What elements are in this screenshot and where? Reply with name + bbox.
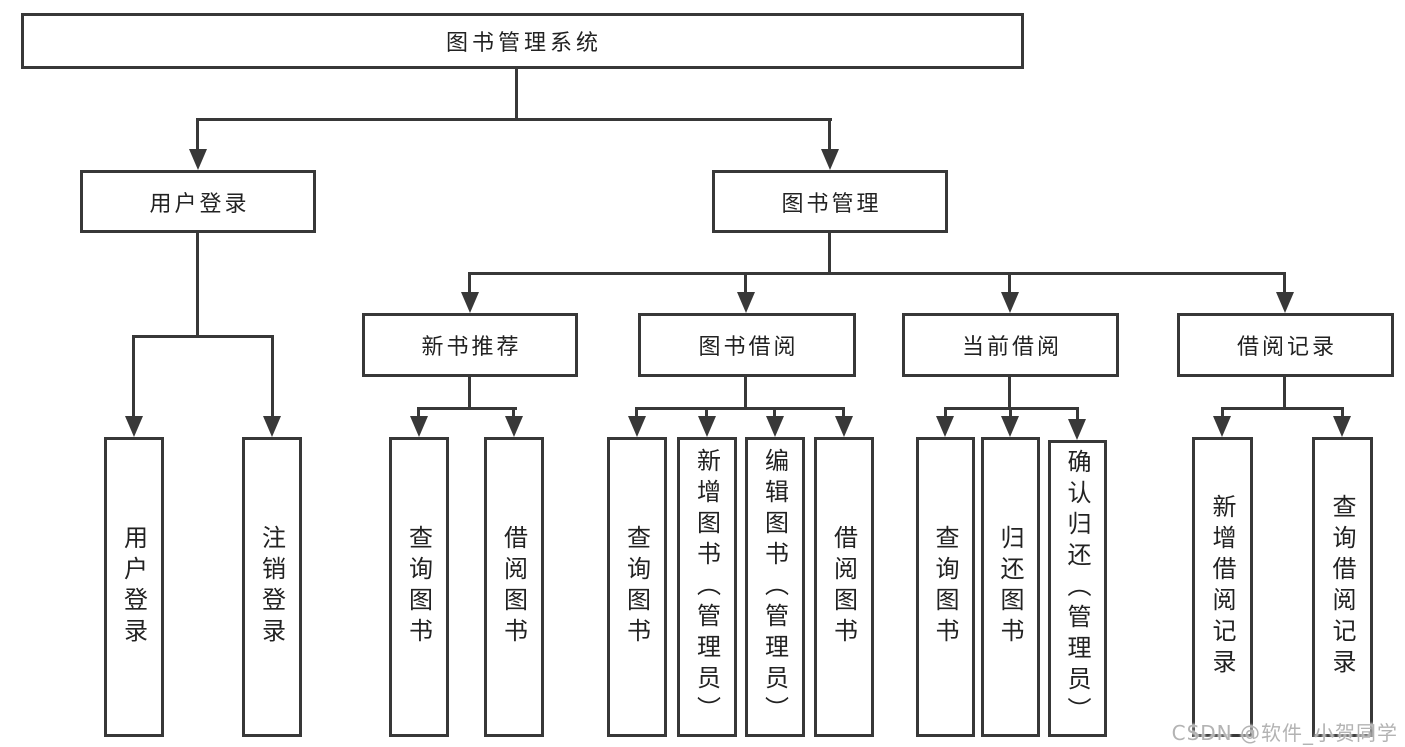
arrowhead-down-icon bbox=[125, 416, 143, 437]
connector-line bbox=[1221, 407, 1344, 410]
connector-line bbox=[1283, 377, 1286, 410]
node-confirm-return-admin: 确认归还（管理员） bbox=[1048, 440, 1107, 737]
node-borrowing-records: 借阅记录 bbox=[1177, 313, 1394, 377]
connector-line bbox=[512, 407, 515, 418]
connector-line bbox=[828, 233, 831, 272]
node-user-login: 用户登录 bbox=[80, 170, 316, 233]
connector-line bbox=[271, 335, 274, 418]
connector-line bbox=[196, 118, 832, 121]
node-query-books-current: 查询图书 bbox=[916, 437, 975, 737]
arrowhead-down-icon bbox=[628, 416, 646, 437]
arrowhead-down-icon bbox=[766, 416, 784, 437]
node-add-borrow-record: 新增借阅记录 bbox=[1192, 437, 1253, 737]
connector-line bbox=[417, 407, 517, 410]
connector-line bbox=[1009, 407, 1012, 418]
node-user-login-action: 用户登录 bbox=[104, 437, 164, 737]
connector-line bbox=[744, 272, 747, 294]
connector-line bbox=[1008, 272, 1011, 294]
connector-line bbox=[944, 407, 947, 418]
arrowhead-down-icon bbox=[189, 149, 207, 170]
connector-line bbox=[1008, 377, 1011, 410]
arrowhead-down-icon bbox=[1001, 416, 1019, 437]
arrowhead-down-icon bbox=[737, 292, 755, 313]
arrowhead-down-icon bbox=[461, 292, 479, 313]
node-new-book-recommendation: 新书推荐 bbox=[362, 313, 578, 377]
connector-line bbox=[417, 407, 420, 418]
node-borrow-books: 借阅图书 bbox=[814, 437, 874, 737]
connector-line bbox=[828, 118, 831, 152]
arrowhead-down-icon bbox=[1213, 416, 1231, 437]
connector-line bbox=[196, 118, 199, 152]
arrowhead-down-icon bbox=[936, 416, 954, 437]
connector-line bbox=[773, 407, 776, 418]
arrowhead-down-icon bbox=[505, 416, 523, 437]
connector-line bbox=[705, 407, 708, 418]
node-library-system: 图书管理系统 bbox=[21, 13, 1024, 69]
node-query-books-borrowing: 查询图书 bbox=[607, 437, 667, 737]
node-book-borrowing: 图书借阅 bbox=[638, 313, 856, 377]
arrowhead-down-icon bbox=[821, 149, 839, 170]
node-book-management: 图书管理 bbox=[712, 170, 948, 233]
connector-line bbox=[132, 335, 274, 338]
connector-line bbox=[1341, 407, 1344, 418]
node-query-books-recommend: 查询图书 bbox=[389, 437, 449, 737]
connector-line bbox=[635, 407, 638, 418]
connector-line bbox=[1076, 407, 1079, 421]
node-borrow-books-recommend: 借阅图书 bbox=[484, 437, 544, 737]
arrowhead-down-icon bbox=[1001, 292, 1019, 313]
connector-line bbox=[635, 407, 845, 410]
connector-line bbox=[468, 272, 471, 294]
node-edit-books-admin: 编辑图书（管理员） bbox=[745, 437, 805, 737]
arrowhead-down-icon bbox=[1068, 419, 1086, 440]
connector-line bbox=[515, 69, 518, 121]
node-add-books-admin: 新增图书（管理员） bbox=[677, 437, 737, 737]
node-return-books: 归还图书 bbox=[981, 437, 1040, 737]
arrowhead-down-icon bbox=[263, 416, 281, 437]
arrowhead-down-icon bbox=[410, 416, 428, 437]
connector-line bbox=[842, 407, 845, 418]
node-logout-action: 注销登录 bbox=[242, 437, 302, 737]
connector-line bbox=[468, 272, 1286, 275]
connector-line bbox=[1221, 407, 1224, 418]
arrowhead-down-icon bbox=[1276, 292, 1294, 313]
node-query-borrow-record: 查询借阅记录 bbox=[1312, 437, 1373, 737]
connector-line bbox=[1283, 272, 1286, 294]
connector-line bbox=[468, 377, 471, 410]
node-current-borrowing: 当前借阅 bbox=[902, 313, 1119, 377]
connector-line bbox=[196, 233, 199, 335]
arrowhead-down-icon bbox=[1333, 416, 1351, 437]
connector-line bbox=[132, 335, 135, 418]
arrowhead-down-icon bbox=[698, 416, 716, 437]
connector-line bbox=[744, 377, 747, 410]
csdn-watermark: CSDN @软件_小贺同学 bbox=[1171, 721, 1398, 745]
arrowhead-down-icon bbox=[835, 416, 853, 437]
